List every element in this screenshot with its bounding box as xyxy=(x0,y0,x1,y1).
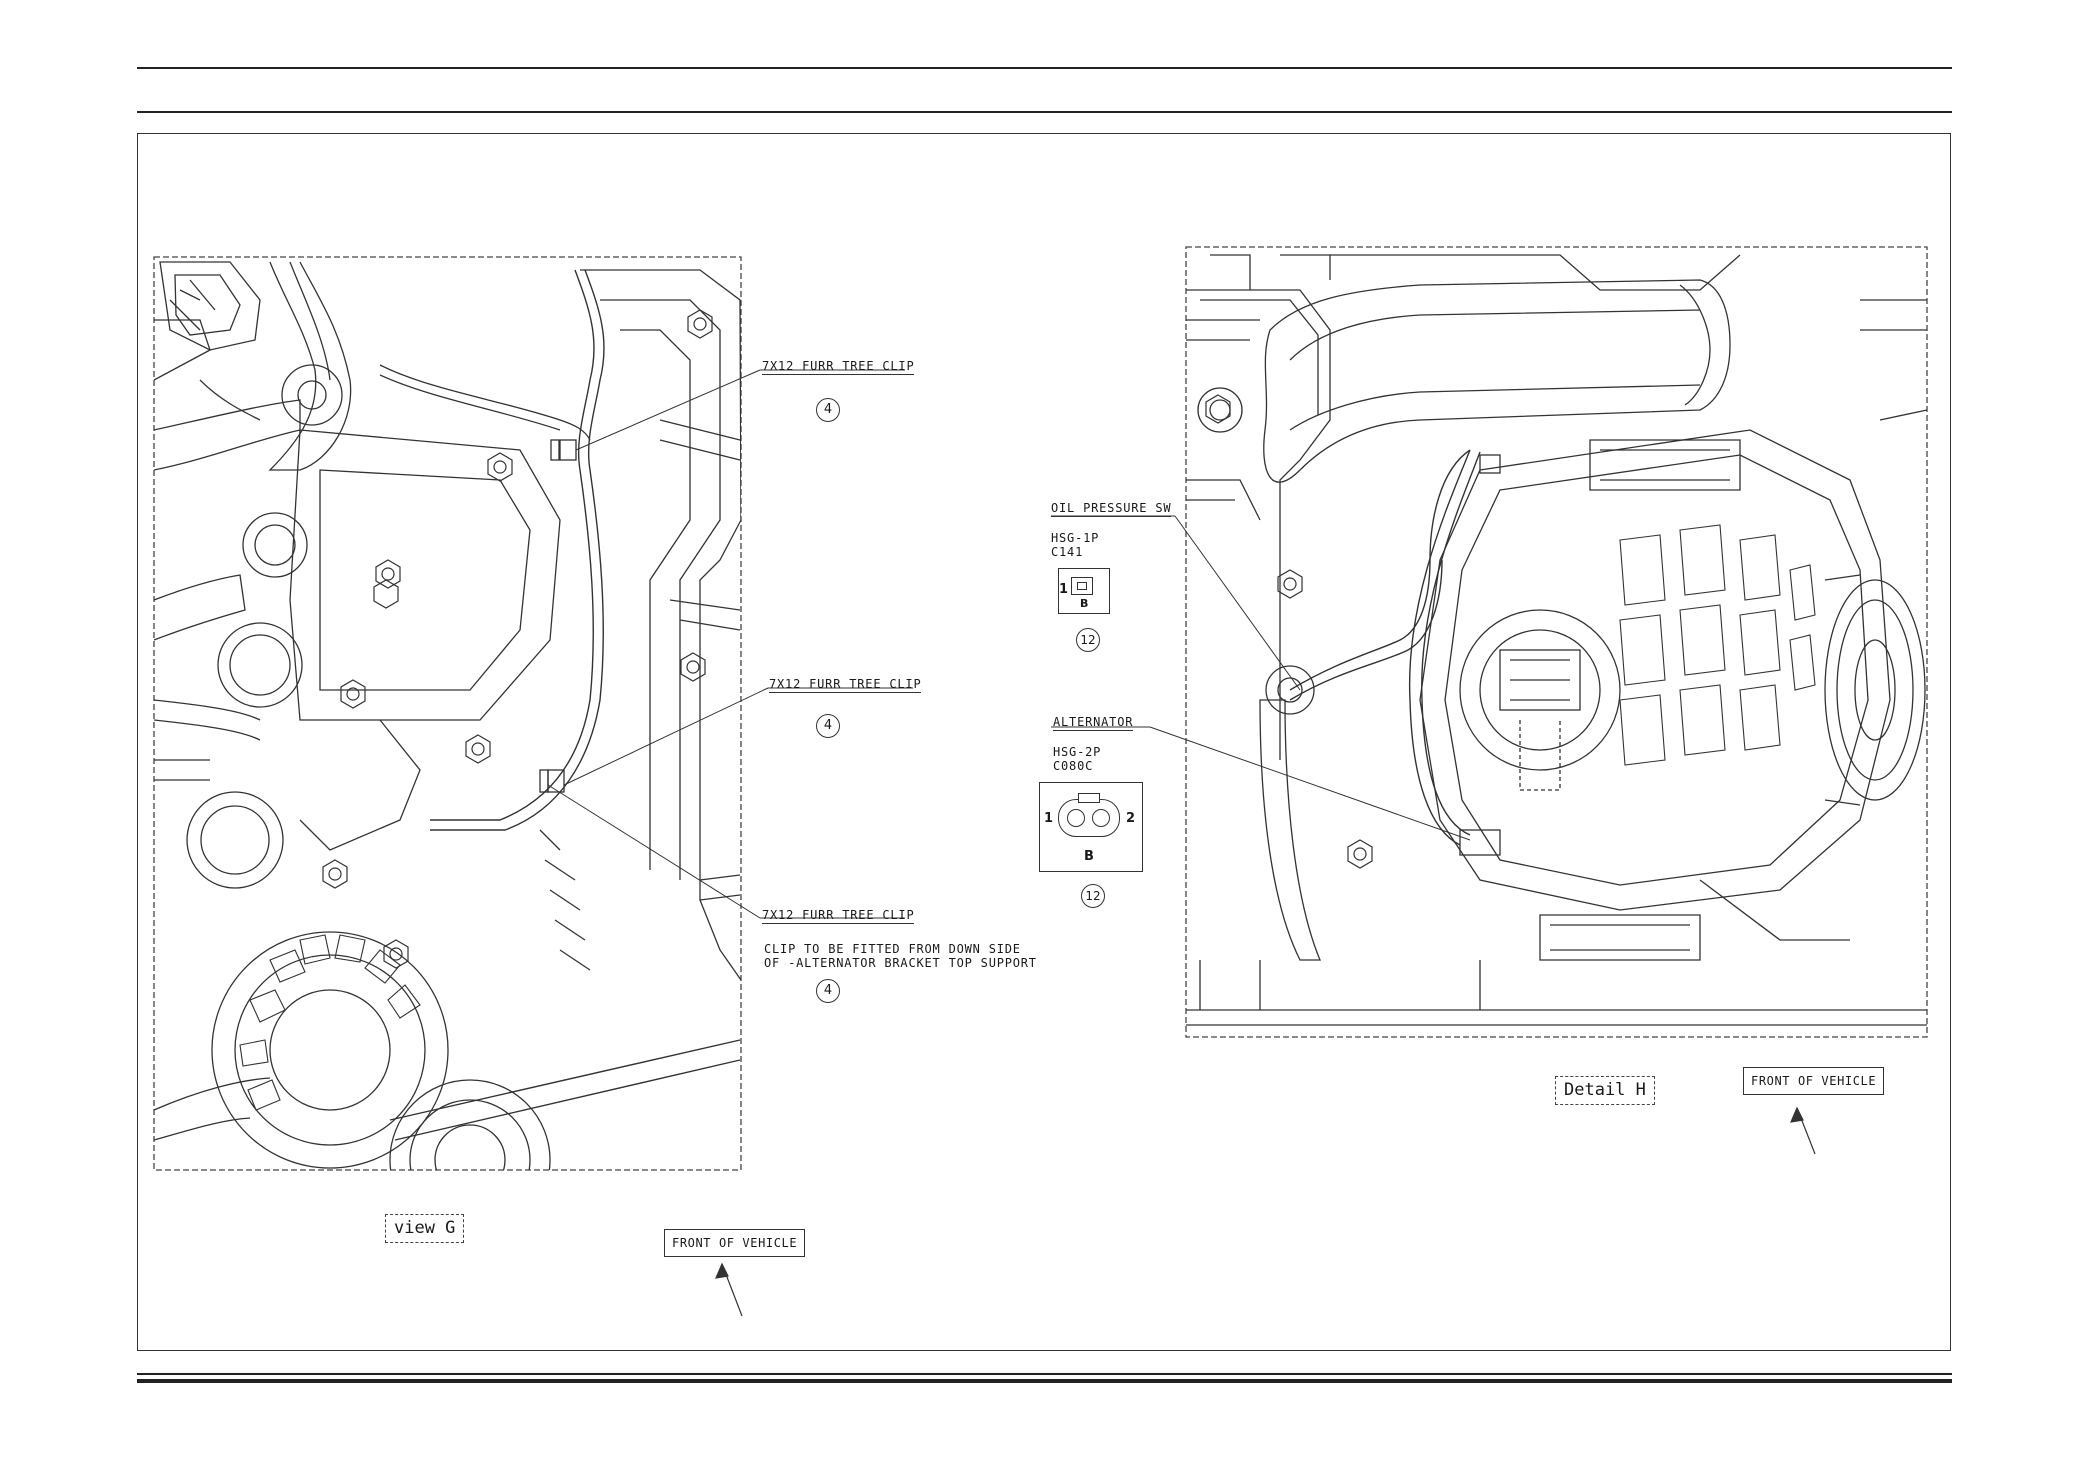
header-rule-top xyxy=(137,67,1952,69)
view-g-title: view G xyxy=(385,1214,465,1243)
oil-pressure-sw-label: OIL PRESSURE SW xyxy=(1051,501,1172,517)
view-g-clip-3-label: 7X12 FURR TREE CLIP xyxy=(762,908,915,924)
view-g-clip-3-note-line2: OF -ALTERNATOR BRACKET TOP SUPPORT xyxy=(764,956,1037,970)
alternator-pin-b: B xyxy=(1084,849,1094,864)
oil-pressure-pin-b: B xyxy=(1080,597,1089,610)
alternator-housing: HSG-2P xyxy=(1053,745,1102,759)
alternator-connector-symbol xyxy=(1039,782,1143,872)
detail-h-front-of-vehicle: FRONT OF VEHICLE xyxy=(1743,1067,1885,1095)
oil-pressure-connector-symbol xyxy=(1058,568,1110,614)
view-g-illustration xyxy=(153,256,913,1171)
oil-pressure-pin-1: 1 xyxy=(1059,582,1069,597)
alternator-pin-2: 2 xyxy=(1126,811,1136,826)
drawing-frame xyxy=(137,133,1951,1351)
oil-pressure-connector-code: C141 xyxy=(1051,545,1084,559)
alternator-item-number: 12 xyxy=(1081,884,1105,908)
view-g-front-of-vehicle: FRONT OF VEHICLE xyxy=(664,1229,806,1257)
detail-h-title: Detail H xyxy=(1555,1076,1655,1105)
view-g-clip-1-label: 7X12 FURR TREE CLIP xyxy=(762,359,915,375)
view-g-clip-3-note-line1: CLIP TO BE FITTED FROM DOWN SIDE xyxy=(764,942,1021,956)
header-rule-bottom xyxy=(137,111,1952,113)
view-g-clip-2-label: 7X12 FURR TREE CLIP xyxy=(769,677,922,693)
alternator-label: ALTERNATOR xyxy=(1053,715,1134,731)
footer-rule-thin xyxy=(137,1373,1952,1375)
view-g-clip-1-item-number: 4 xyxy=(816,398,840,422)
oil-pressure-item-number: 12 xyxy=(1076,628,1100,652)
alternator-connector-code: C080C xyxy=(1053,759,1094,773)
alternator-pin-1: 1 xyxy=(1044,811,1054,826)
view-g-clip-3-item-number: 4 xyxy=(816,979,840,1003)
detail-h-illustration xyxy=(715,246,1928,1317)
oil-pressure-housing: HSG-1P xyxy=(1051,531,1100,545)
view-g-clip-2-item-number: 4 xyxy=(816,714,840,738)
footer-rule-thick xyxy=(137,1379,1952,1383)
